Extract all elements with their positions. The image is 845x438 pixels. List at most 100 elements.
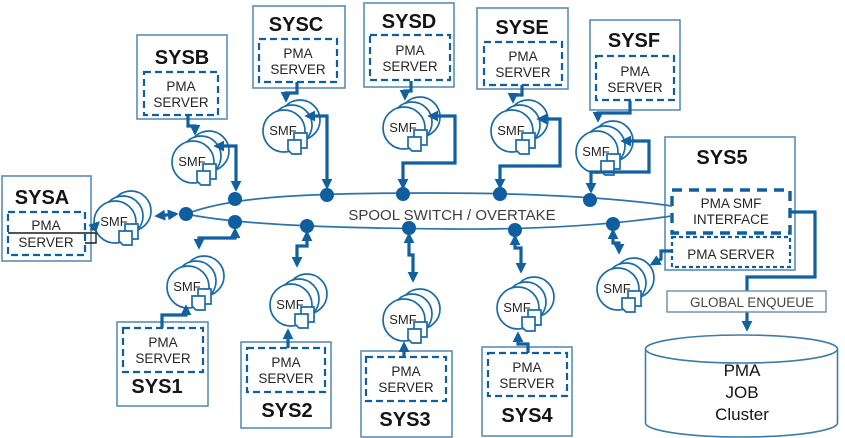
arrow-switch-to-sys4-smf [509, 234, 527, 274]
switch-node-dot-top3 [396, 187, 410, 201]
arrow-sysd-smf-to-switch [397, 110, 457, 190]
switch-node-dot-bottom3 [402, 221, 416, 235]
switch-node-dot-bottom5 [606, 217, 620, 231]
connectors [8, 81, 817, 356]
pma-label: PMA [166, 79, 195, 94]
switch-node-dot-bottom1 [228, 215, 242, 229]
system-sysd: SYSD PMA SERVER [363, 2, 455, 88]
system-label-sysc: SYSC [269, 14, 323, 36]
server-label: SERVER [607, 80, 663, 95]
arrow-syse-smf-to-switch [494, 113, 562, 190]
arrow-switch-to-sys3-smf [403, 232, 419, 283]
smf-label-sysf: SMF [582, 144, 610, 159]
pma-job-cluster: PMA JOB Cluster [644, 334, 839, 438]
pma-label: PMA [508, 49, 537, 64]
pma-server-box-sys2 [245, 346, 327, 394]
server-label: SERVER [135, 351, 191, 366]
arrow-sysf-smf-to-switch [585, 135, 651, 194]
switch-node-dot-top1 [228, 192, 242, 206]
cylinder-top-icon [644, 334, 839, 364]
arrow-sysa-pma-to-smf [88, 221, 100, 233]
smf-label-sys5: SMF [603, 281, 631, 296]
system-label-sys1: SYS1 [131, 376, 182, 398]
switch-node-dot-top4 [493, 187, 507, 201]
arrow-switch-to-sys5-smf [607, 228, 625, 255]
system-label-sys4: SYS4 [501, 405, 553, 427]
pma-label: PMA [512, 360, 541, 375]
system-sys5: SYS5 PMA SMF INTERFACE PMA SERVER [664, 136, 796, 271]
arrow-sysc-pma-to-smf [280, 82, 299, 103]
pma-label: PMA [283, 46, 312, 61]
system-box-sysd [363, 2, 455, 88]
pma-server-box-sysb [142, 70, 220, 117]
system-sys1: PMA SERVER SYS1 [116, 321, 209, 407]
system-label-sysa: SYSA [15, 187, 69, 209]
system-label-syse: SYSE [495, 17, 548, 39]
server-label: SERVER [378, 380, 434, 395]
smf-label-sys1: SMF [173, 279, 201, 294]
server-label: SERVER [153, 95, 209, 110]
server-label: SERVER [18, 235, 74, 250]
switch-node-dot-left [179, 207, 193, 221]
system-sysc: SYSC PMA SERVER [252, 5, 346, 89]
spool-switch: SPOOL SWITCH / OVERTAKE [185, 192, 673, 230]
pma-server-box-sysf [594, 54, 676, 102]
interface-label: INTERFACE [693, 212, 769, 227]
system-box-sysb [136, 34, 228, 120]
cluster-label-line2: JOB [725, 383, 758, 402]
global-enqueue: GLOBAL ENQUEUE [666, 290, 827, 313]
server-label: SERVER [499, 376, 555, 391]
arrow-sysb-smf-to-switch [213, 140, 242, 192]
pma-label: PMA [395, 43, 424, 58]
pma-label: PMA [391, 364, 420, 379]
arrow-switch-to-sys1-smf [193, 227, 241, 250]
server-label: SERVER [495, 65, 551, 80]
arrow-sys4-pma-to-smf [512, 331, 530, 353]
system-label-sysf: SYSF [608, 30, 660, 52]
smf-label-sysa: SMF [100, 214, 128, 229]
pma-smf-label: PMA SMF [701, 196, 762, 211]
pma-label: PMA [620, 64, 649, 79]
switch-node-dot-top2 [320, 188, 334, 202]
arrow-syse-pma-to-smf [507, 85, 524, 104]
pma-server-label: PMA SERVER [687, 247, 775, 262]
spool-switch-label: SPOOL SWITCH / OVERTAKE [348, 207, 555, 224]
system-sys4: PMA SERVER SYS4 [481, 346, 573, 437]
pma-server-box-sysa [6, 210, 87, 257]
smf-label-syse: SMF [497, 123, 525, 138]
arrow-sysc-smf-to-switch [304, 110, 333, 190]
smf-label-sys2: SMF [276, 297, 304, 312]
system-box-sys3 [360, 350, 453, 438]
switch-nodes [179, 187, 620, 237]
arrow-sysd-pma-to-smf [399, 81, 413, 101]
system-sysf: SYSF PMA SERVER [589, 19, 681, 111]
system-label-sysb: SYSB [155, 47, 209, 69]
cluster-label-line1: PMA [724, 361, 762, 380]
sysa-pma-link-line [8, 232, 97, 244]
cylinder-body-icon [644, 349, 839, 438]
system-box-sys4 [481, 346, 573, 437]
smf-label-sys4: SMF [503, 300, 531, 315]
system-box-sysa [1, 175, 92, 262]
global-enqueue-box [666, 290, 827, 313]
system-label-sysd: SYSD [382, 11, 436, 33]
system-label-sys3: SYS3 [379, 409, 430, 431]
system-label-sys2: SYS2 [261, 400, 312, 422]
smf-label-sysc: SMF [269, 123, 297, 138]
system-box-sysf [589, 19, 681, 111]
cluster-label-line3: Cluster [715, 405, 769, 424]
system-sys3: PMA SERVER SYS3 [360, 350, 453, 438]
system-label-sys5: SYS5 [696, 147, 747, 169]
pma-server-box-sys3 [364, 355, 448, 403]
smf-label-sys3: SMF [389, 312, 417, 327]
system-box-sys2 [240, 341, 332, 429]
arrow-sysf-pma-to-smf [592, 101, 632, 123]
arrow-sysa-smf-to-switch [154, 209, 179, 221]
arrow-switch-to-sys2-smf [291, 230, 313, 268]
system-syse: SYSE PMA SERVER [476, 7, 569, 90]
server-label: SERVER [258, 371, 314, 386]
arrow-sys5-pma-to-smf [649, 249, 672, 266]
pma-server-box-sysd [368, 33, 452, 82]
